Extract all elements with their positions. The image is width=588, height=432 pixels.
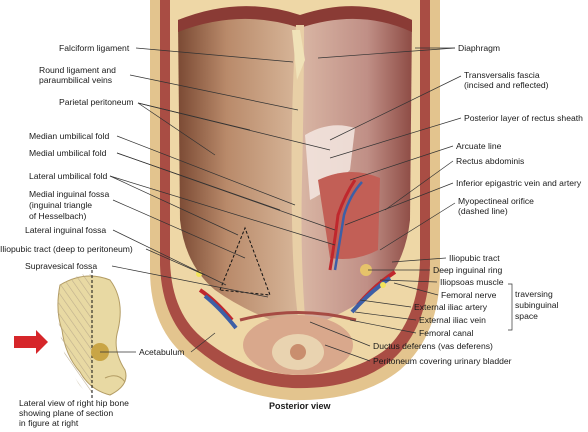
label-lateral-inguinal-fossa: Lateral inguinal fossa (25, 225, 107, 235)
hip-bone-inset (57, 270, 127, 400)
falciform-ligament-shape (292, 30, 305, 80)
inset-caption-line2: showing plane of section (19, 408, 114, 418)
label-medial-inguinal-fossa: Medial inguinal fossa (29, 189, 110, 199)
label-round-ligament: Round ligament and (39, 65, 116, 75)
label-inguinal-triangle: (inguinal triangle (29, 200, 93, 210)
label-inferior-epigastric: Inferior epigastric vein and artery (456, 178, 582, 188)
rectus-abdominis (318, 171, 380, 259)
right-yellow-marker (380, 282, 386, 288)
label-ductus-deferens: Ductus deferens (vas deferens) (373, 341, 493, 351)
label-paraumbilical-veins: paraumbilical veins (39, 75, 113, 85)
inset-caption-line3: in figure at right (19, 418, 79, 428)
label-parietal-peritoneum: Parietal peritoneum (59, 97, 134, 107)
diaphragm (178, 6, 412, 32)
label-posterior-rectus-sheath: Posterior layer of rectus sheath (464, 113, 583, 123)
median-fold (291, 25, 306, 330)
pelvic-region (239, 311, 357, 375)
label-iliopsoas-muscle: Iliopsoas muscle (440, 277, 504, 287)
label-medial-umbilical-fold: Medial umbilical fold (29, 148, 107, 158)
label-peritoneum-bladder: Peritoneum covering urinary bladder (373, 356, 512, 366)
label-deep-inguinal-ring: Deep inguinal ring (433, 265, 503, 275)
label-arcuate-line: Arcuate line (456, 141, 502, 151)
label-traversing: traversing (515, 289, 553, 299)
label-diaphragm: Diaphragm (458, 43, 501, 53)
label-space: space (515, 311, 538, 321)
label-iliopubic-tract: Iliopubic tract (449, 253, 500, 263)
myopectineal-dashed-left (219, 226, 271, 296)
epigastric-artery (328, 179, 357, 271)
label-external-iliac-artery: External iliac artery (414, 302, 488, 312)
label-femoral-nerve: Femoral nerve (441, 290, 497, 300)
label-iliopubic-tract-deep: Iliopubic tract (deep to peritoneum) (0, 244, 133, 254)
label-femoral-canal: Femoral canal (419, 328, 474, 338)
view-title: Posterior view (269, 401, 331, 411)
label-median-umbilical-fold: Median umbilical fold (29, 131, 110, 141)
left-wall-peritoneum (178, 11, 300, 330)
label-acetabulum: Acetabulum (139, 347, 185, 357)
deep-inguinal-ring (360, 264, 372, 276)
right-wall-peritoneum (300, 11, 412, 330)
label-hesselbach: of Hesselbach) (29, 211, 87, 221)
label-external-iliac-vein: External iliac vein (419, 315, 486, 325)
inset-caption-line1: Lateral view of right hip bone (19, 398, 129, 408)
epigastric-vein (333, 181, 363, 271)
left-iliac-vein (203, 294, 238, 330)
leader-lines-left (100, 47, 336, 353)
leader-lines-right (309, 47, 513, 362)
label-rectus-abdominis: Rectus abdominis (456, 156, 525, 166)
label-subinguinal: subinguinal (515, 300, 559, 310)
transversalis-flap (305, 125, 355, 200)
label-falciform-ligament: Falciform ligament (59, 43, 130, 53)
label-myopectineal-orifice: Myopectineal orifice (458, 196, 534, 206)
label-transversalis-fascia: Transversalis fascia (464, 70, 540, 80)
label-transversalis-reflected: (incised and reflected) (464, 80, 549, 90)
label-supravesical-fossa: Supravesical fossa (25, 261, 98, 271)
label-lateral-umbilical-fold: Lateral umbilical fold (29, 171, 108, 181)
red-arrow (14, 330, 48, 354)
label-dashed-line: (dashed line) (458, 206, 508, 216)
